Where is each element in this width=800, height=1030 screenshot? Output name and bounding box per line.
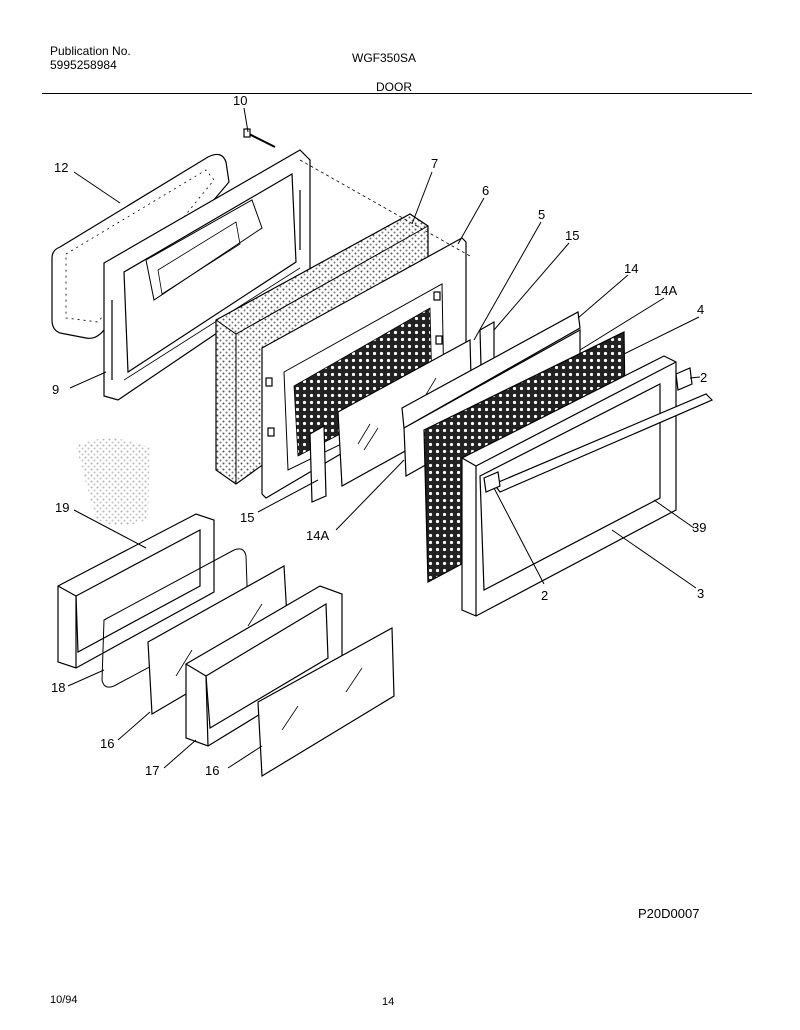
- callout-15-top: 15: [565, 228, 579, 243]
- shield-part-14: [401, 311, 581, 429]
- publication-number: 5995258984: [50, 58, 117, 72]
- gasket-part-12: [51, 153, 230, 339]
- callout-6: 6: [482, 183, 489, 198]
- callout-7: 7: [431, 156, 438, 171]
- bracket-part-2-right: [675, 367, 693, 391]
- callout-14: 14: [624, 261, 638, 276]
- footer-date: 10/94: [50, 994, 78, 1006]
- section-title: DOOR: [376, 80, 412, 94]
- callout-9: 9: [52, 382, 59, 397]
- callout-39: 39: [692, 520, 706, 535]
- door-frame-part-3: [461, 355, 677, 617]
- glass-part-16-lower: [257, 626, 395, 778]
- callout-19: 19: [55, 500, 69, 515]
- outer-door-part-9: [103, 149, 311, 401]
- frame-part-17: [185, 585, 343, 747]
- callout-16-right: 16: [205, 763, 219, 778]
- callout-15-bottom: 15: [240, 510, 254, 525]
- figure-code: P20D0007: [638, 906, 700, 921]
- callout-5: 5: [538, 207, 545, 222]
- callout-14A-top: 14A: [654, 283, 677, 298]
- callout-2-right: 2: [700, 370, 707, 385]
- callout-18: 18: [51, 680, 65, 695]
- handle-rod-part-39: [493, 393, 714, 493]
- callout-10: 10: [233, 93, 247, 108]
- callout-4: 4: [697, 302, 704, 317]
- callout-12: 12: [54, 160, 68, 175]
- callout-3: 3: [697, 586, 704, 601]
- footer-page: 14: [382, 996, 395, 1008]
- callout-14A-bottom: 14A: [306, 528, 329, 543]
- model-number: WGF350SA: [352, 51, 417, 65]
- panel-part-19: [57, 513, 215, 669]
- leader-lines: [67, 107, 701, 769]
- callout-17: 17: [145, 763, 159, 778]
- bracket-part-2-left: [483, 471, 501, 493]
- screw-part-10: [243, 128, 276, 148]
- header-rule: [42, 93, 752, 94]
- callout-2-bottom: 2: [541, 588, 548, 603]
- callout-16-left: 16: [100, 736, 114, 751]
- parts-art: [51, 128, 714, 778]
- callout-labels: 10 12 7 6 5 15 14 14A 4 2 9 15 14A 39 2 …: [51, 93, 707, 778]
- publication-label: Publication No.: [50, 44, 131, 58]
